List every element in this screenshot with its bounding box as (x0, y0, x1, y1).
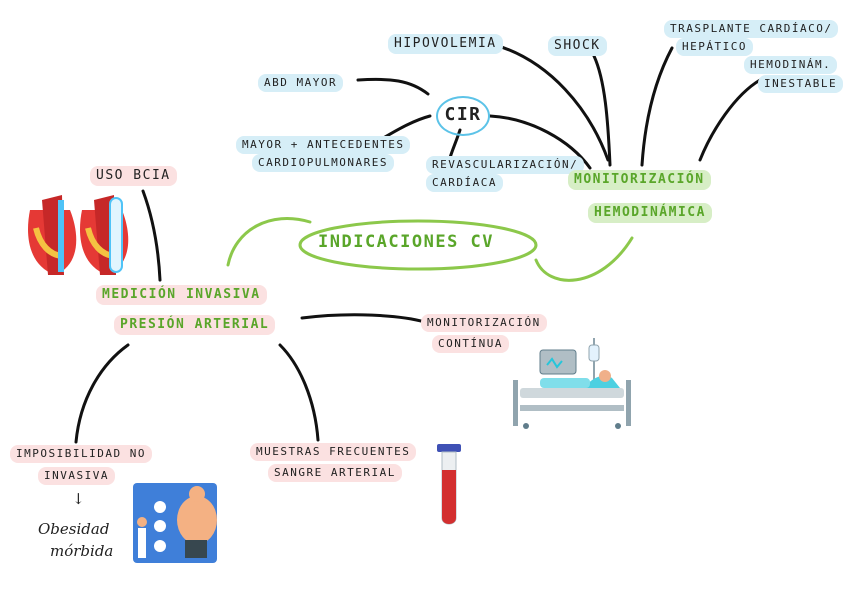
invasive-title-2: PRESIÓN ARTERIAL (114, 315, 276, 335)
trasplante-label-2: HEPÁTICO (676, 38, 753, 56)
obesidad-label-2: mórbida (50, 542, 114, 560)
shock-label: SHOCK (548, 36, 607, 56)
obesidad-label-1: Obesidad (38, 520, 110, 538)
connector-lines (74, 42, 762, 444)
invasive-title-1: MEDICIÓN INVASIVA (96, 285, 267, 305)
continua-label-2: CONTÍNUA (432, 335, 509, 353)
imposibilidad-label-1: IMPOSIBILIDAD NO (10, 445, 152, 463)
hemodinam-label-1: HEMODINÁM. (744, 56, 838, 74)
monitor-title-1: MONITORIZACIÓN (568, 170, 711, 190)
revascularizacion-label-1: REVASCULARIZACIÓN/ (426, 156, 585, 174)
abd-mayor-label: ABD MAYOR (258, 74, 344, 92)
hemodinam-label-2: INESTABLE (758, 75, 844, 93)
bcia-label: USO BCIA (90, 166, 177, 186)
muestras-label-2: SANGRE ARTERIAL (268, 464, 402, 482)
hipovolemia-label: HIPOVOLEMIA (388, 34, 503, 54)
center-node: INDICACIONES CV (318, 232, 495, 252)
muestras-label-1: MUESTRAS FRECUENTES (250, 443, 417, 461)
arrow-down-icon: ↓ (72, 490, 85, 508)
heart-illustration-icon (28, 195, 129, 275)
obesity-illustration-icon (133, 483, 217, 563)
monitor-title-2: HEMODINÁMICA (588, 203, 712, 223)
antecedentes-label-1: MAYOR + ANTECEDENTES (236, 136, 411, 154)
hospital-bed-icon (513, 338, 631, 429)
continua-label-1: MONITORIZACIÓN (421, 314, 547, 332)
blood-tube-icon (437, 444, 461, 525)
revascularizacion-label-2: CARDÍACA (426, 174, 503, 192)
cir-node: CIR (436, 96, 490, 136)
imposibilidad-label-2: INVASIVA (38, 467, 115, 485)
center-swoosh (226, 217, 634, 282)
trasplante-label-1: TRASPLANTE CARDÍACO/ (664, 20, 839, 38)
antecedentes-label-2: CARDIOPULMONARES (252, 154, 394, 172)
